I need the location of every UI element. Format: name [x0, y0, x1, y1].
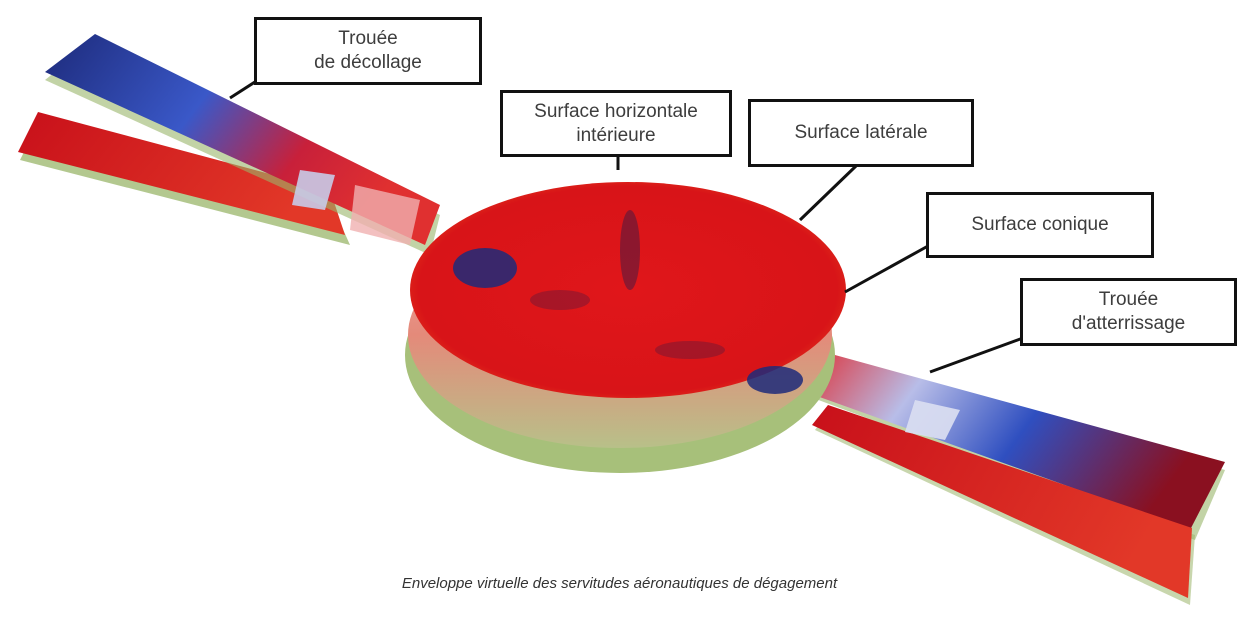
label-conical-surface: Surface conique — [926, 192, 1154, 258]
label-landing-funnel: Trouée d'atterrissage — [1020, 278, 1237, 346]
leader-landing — [930, 338, 1023, 372]
label-inner-horizontal-surface: Surface horizontale intérieure — [500, 90, 732, 157]
leader-conical — [845, 246, 928, 292]
landing-funnel — [800, 355, 1225, 605]
inner-horizontal-surface-disc — [410, 182, 846, 398]
label-lateral-surface: Surface latérale — [748, 99, 974, 167]
figure-caption: Enveloppe virtuelle des servitudes aéron… — [0, 575, 1239, 592]
label-takeoff-funnel: Trouée de décollage — [254, 17, 482, 85]
leader-lateral — [800, 166, 856, 220]
